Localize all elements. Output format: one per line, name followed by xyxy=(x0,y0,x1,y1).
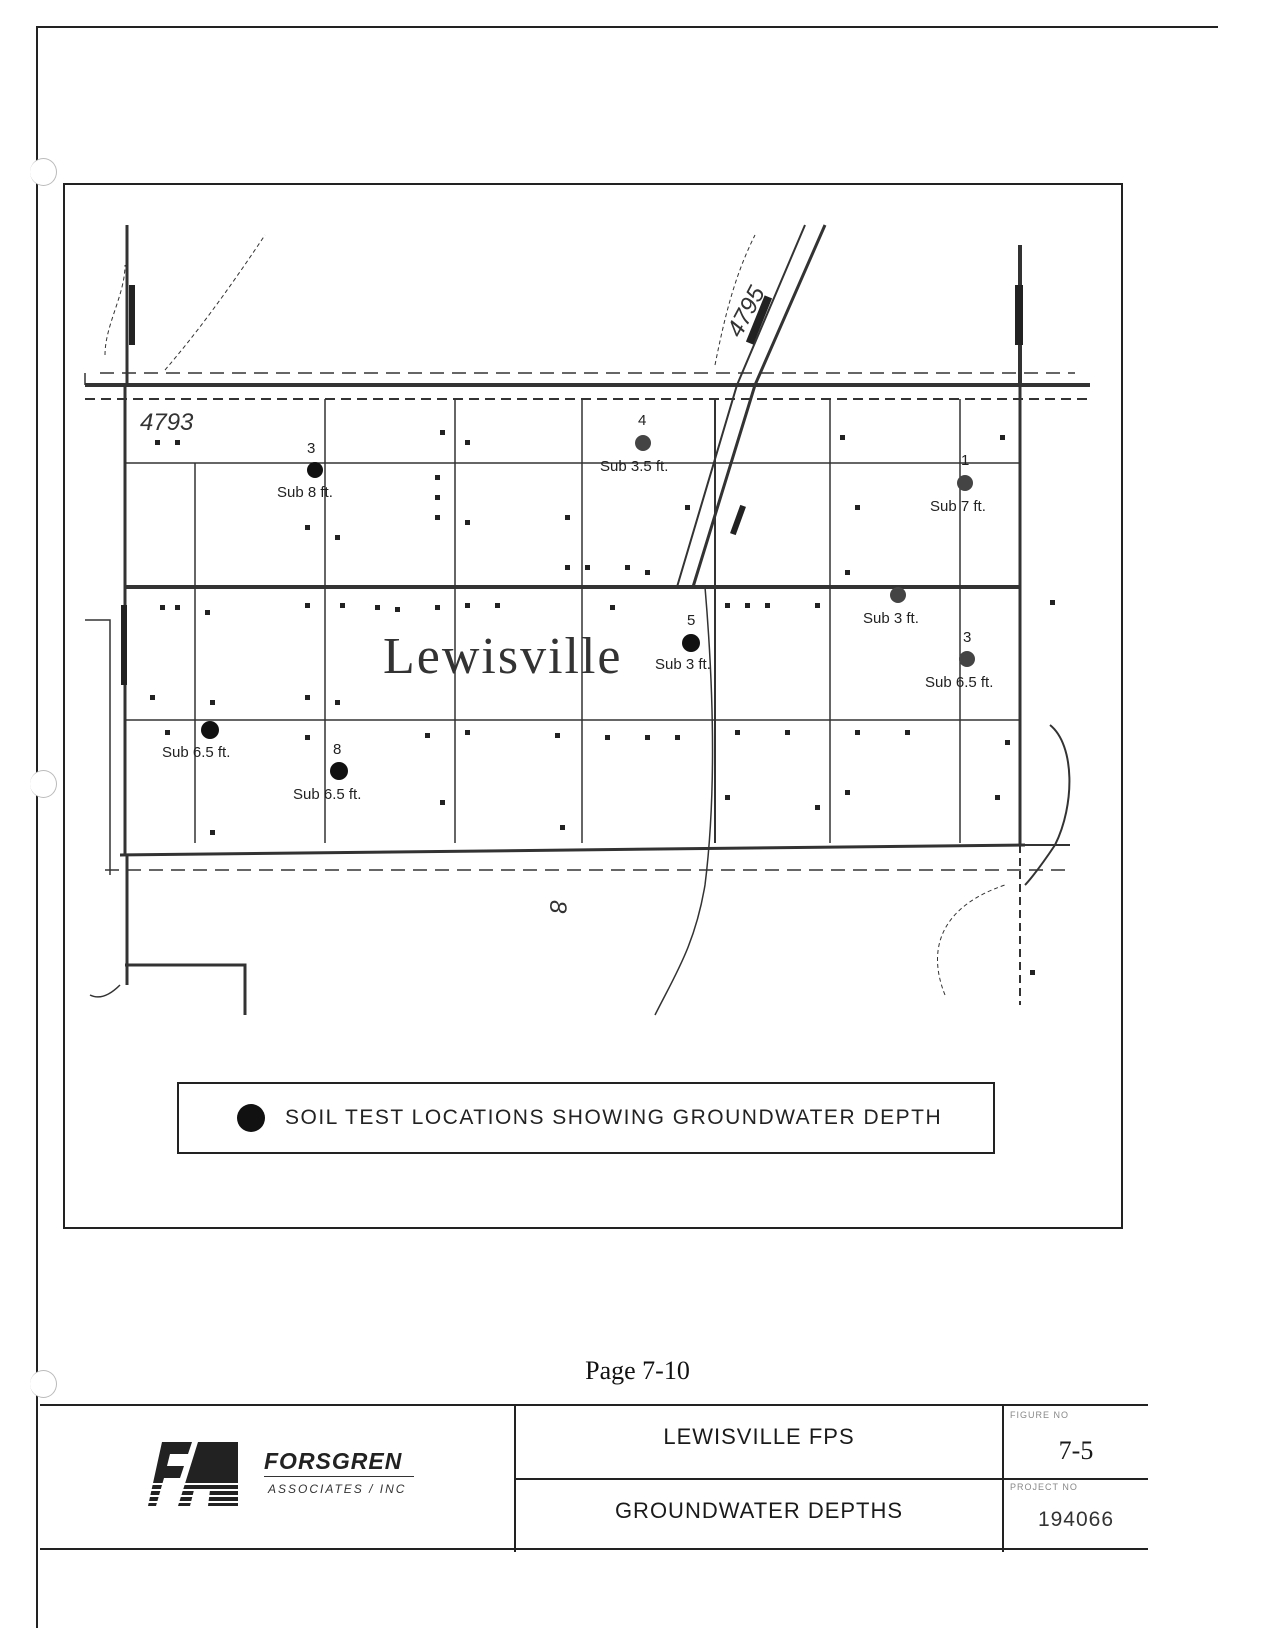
project-number-label: PROJECT NO xyxy=(1010,1482,1078,1492)
test-site-number: 1 xyxy=(961,452,969,469)
test-site-depth: Sub 7 ft. xyxy=(930,498,986,515)
test-site-marker xyxy=(890,587,906,603)
test-site: 4 Sub 3.5 ft. xyxy=(600,412,668,475)
test-site-depth: Sub 6.5 ft. xyxy=(162,744,230,761)
south-road xyxy=(119,843,1026,857)
title-block: FORSGREN ASSOCIATES / INC LEWISVILLE FPS… xyxy=(40,1404,1148,1552)
test-site-depth: Sub 3.5 ft. xyxy=(600,458,668,475)
figure-number: 7-5 xyxy=(1058,1436,1094,1465)
road-spur xyxy=(85,619,111,875)
test-site-marker xyxy=(682,634,700,652)
railroad xyxy=(676,224,806,588)
route-label: 8 xyxy=(544,900,571,914)
company-name: FORSGREN xyxy=(264,1448,403,1474)
test-site-marker xyxy=(330,762,348,780)
elevation-label: 4793 xyxy=(140,409,194,436)
test-site-depth: Sub 3 ft. xyxy=(655,656,711,673)
divider xyxy=(264,1476,414,1477)
map: 4793 4795 8 Lewisville 3 Sub 8 ft. 4 Sub… xyxy=(84,224,1090,1016)
drawing-subject: GROUNDWATER DEPTHS xyxy=(614,1498,904,1523)
test-site: 8 Sub 6.5 ft. xyxy=(293,741,361,803)
test-site-marker xyxy=(635,435,651,451)
figure-label: FIGURE NO xyxy=(1010,1410,1070,1420)
rail-mark xyxy=(730,504,746,536)
test-site: 3 Sub 6.5 ft. xyxy=(925,629,993,691)
contour xyxy=(714,234,756,366)
test-site-marker xyxy=(307,462,323,478)
company-subtitle: ASSOCIATES / INC xyxy=(268,1482,407,1496)
binder-hole xyxy=(30,770,57,798)
rail-mark xyxy=(745,295,773,345)
test-site-marker xyxy=(957,475,973,491)
page-frame xyxy=(36,26,1218,1628)
creek xyxy=(1024,724,1071,886)
building-dots xyxy=(150,430,1055,975)
test-site-number: 3 xyxy=(963,629,971,646)
divider xyxy=(514,1478,1148,1480)
test-site-marker xyxy=(201,721,219,739)
town-name: Lewisville xyxy=(383,628,623,685)
highway xyxy=(654,586,714,1016)
page-number: Page 7-10 xyxy=(585,1356,690,1385)
test-site-marker xyxy=(959,651,975,667)
binder-hole xyxy=(30,1370,57,1398)
test-site-depth: Sub 8 ft. xyxy=(277,484,333,501)
road-spur xyxy=(89,984,121,998)
legend-marker-icon xyxy=(237,1104,265,1132)
test-site-number: 8 xyxy=(333,741,341,758)
test-site: 5 Sub 3 ft. xyxy=(655,612,711,673)
project-name: LEWISVILLE FPS xyxy=(663,1424,855,1449)
road-mark xyxy=(129,285,135,345)
binder-hole xyxy=(30,158,57,186)
test-site-depth: Sub 3 ft. xyxy=(863,610,919,627)
test-site-depth: Sub 6.5 ft. xyxy=(925,674,993,691)
south-lot xyxy=(125,963,247,1015)
test-site: 1 Sub 7 ft. xyxy=(930,452,986,515)
test-site-depth: Sub 6.5 ft. xyxy=(293,786,361,803)
company-logo-icon xyxy=(148,1442,238,1506)
road-mark xyxy=(1015,285,1023,345)
legend-text: SOIL TEST LOCATIONS SHOWING GROUNDWATER … xyxy=(285,1106,943,1129)
contour xyxy=(164,234,266,371)
test-site-number: 3 xyxy=(307,440,315,457)
contour xyxy=(104,264,126,356)
test-site-number: 5 xyxy=(687,612,695,629)
legend: SOIL TEST LOCATIONS SHOWING GROUNDWATER … xyxy=(177,1082,995,1154)
contour xyxy=(937,884,1006,996)
road-mark xyxy=(121,605,127,685)
test-site: Sub 3 ft. xyxy=(863,587,919,627)
project-number: 194066 xyxy=(1037,1508,1115,1531)
test-site: Sub 6.5 ft. xyxy=(162,721,230,761)
map-frame: 4793 4795 8 Lewisville 3 Sub 8 ft. 4 Sub… xyxy=(63,183,1123,1229)
railroad xyxy=(691,224,827,588)
test-site: 3 Sub 8 ft. xyxy=(277,440,333,501)
test-site-number: 4 xyxy=(638,412,646,429)
